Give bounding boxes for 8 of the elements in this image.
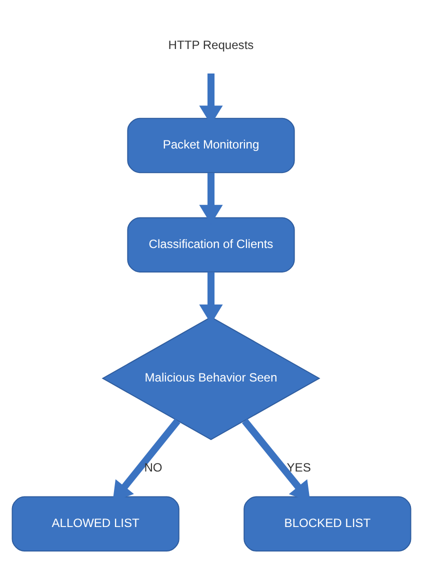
- edge-label: NO: [144, 460, 162, 474]
- node-box: BLOCKED LIST: [244, 496, 412, 551]
- node-box: ALLOWED LIST: [12, 496, 180, 551]
- node-diamond: Malicious Behavior Seen: [102, 316, 320, 440]
- edge-label: YES: [286, 460, 311, 474]
- node-text: HTTP Requests: [168, 38, 254, 52]
- node-box: Packet Monitoring: [127, 117, 295, 173]
- node-box: Classification of Clients: [127, 216, 295, 272]
